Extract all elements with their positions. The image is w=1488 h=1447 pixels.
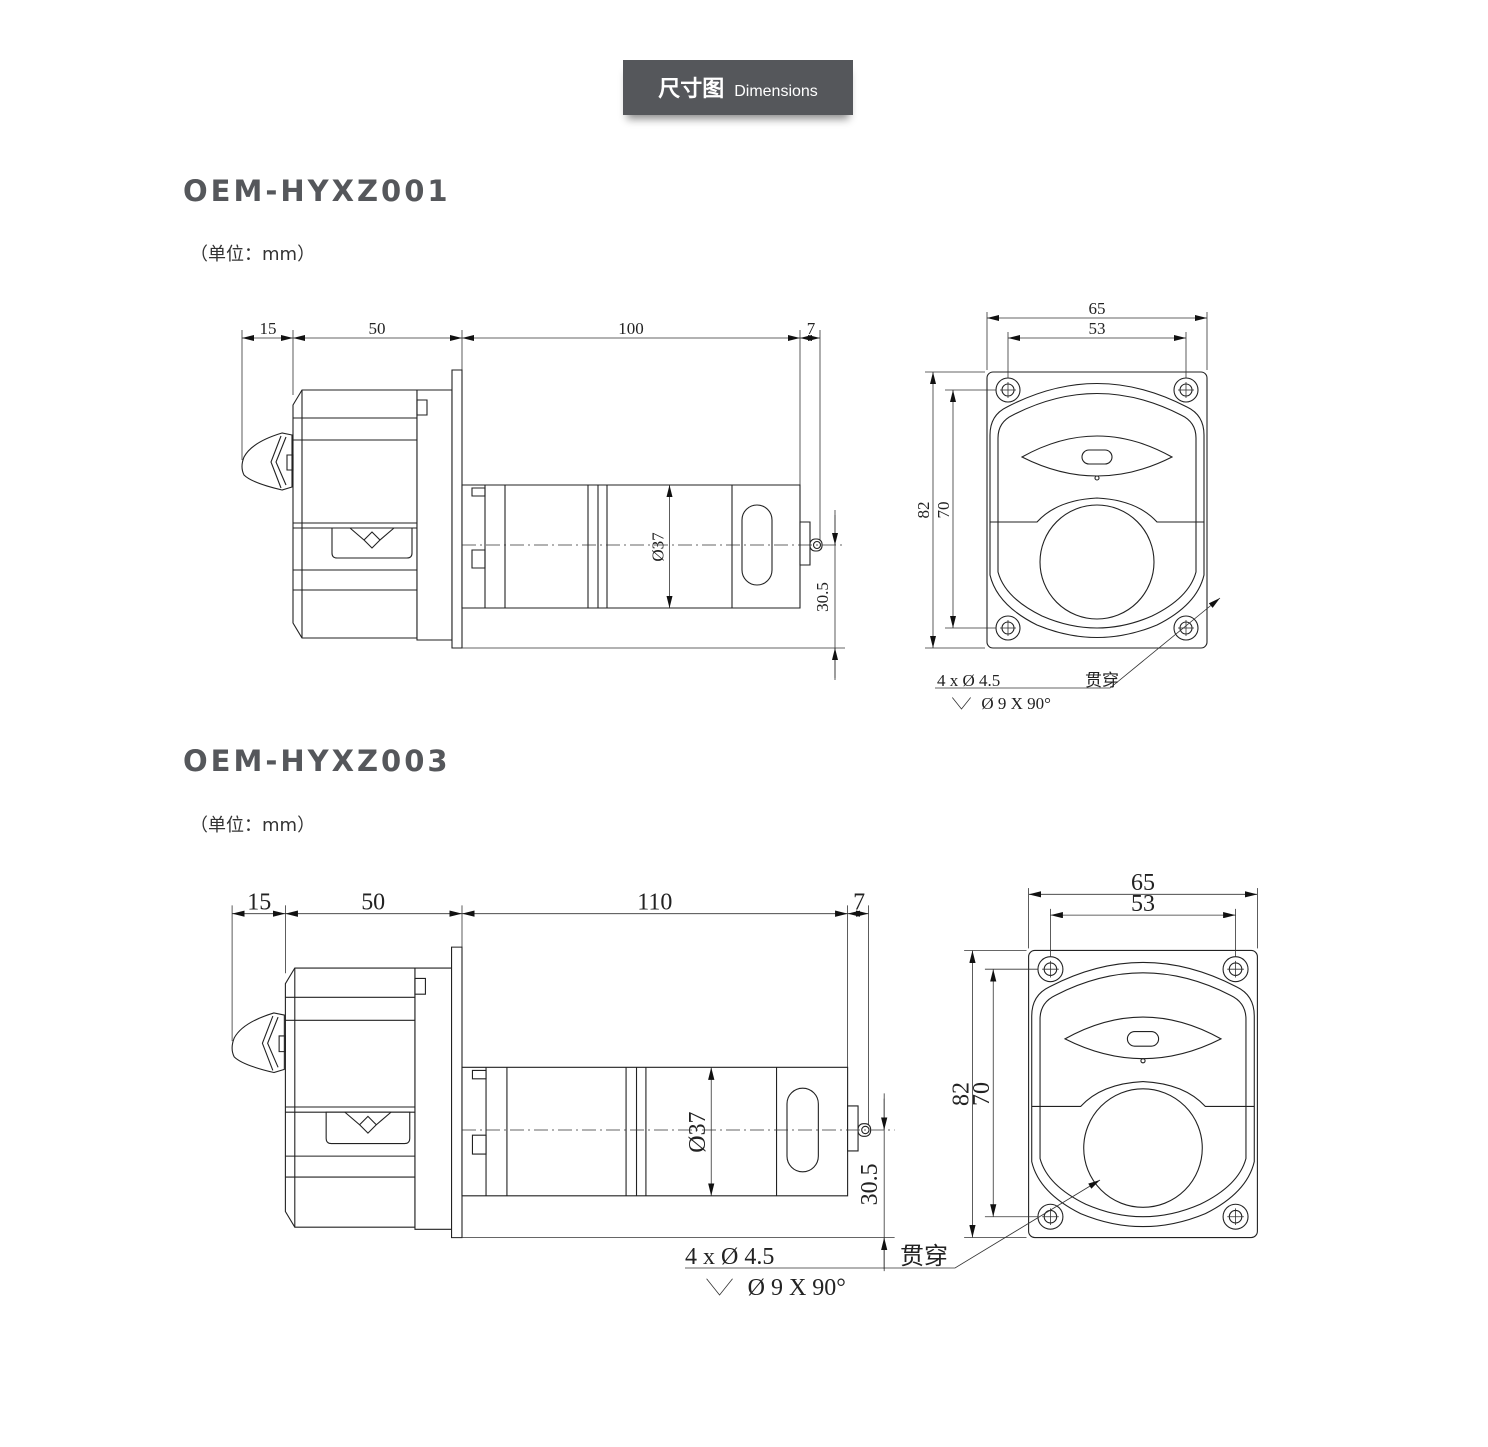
mounting-hole bbox=[1223, 957, 1248, 982]
lid-indicator bbox=[1127, 1032, 1158, 1047]
knob bbox=[242, 433, 292, 490]
unit-label-2: （单位：mm） bbox=[190, 815, 316, 836]
dim-label-shaft-height: 30.5 bbox=[857, 1163, 883, 1205]
callout-holes: 4 x Ø 4.5 bbox=[937, 671, 1000, 690]
section-header-banner: 尺寸图 Dimensions bbox=[623, 60, 853, 115]
dim-label-shaft-height: 30.5 bbox=[813, 582, 832, 612]
callout-countersink: Ø 9 X 90° bbox=[748, 1275, 846, 1301]
lid-edge bbox=[1032, 1082, 1255, 1107]
pump-head-body bbox=[285, 968, 415, 1227]
countersink-icon bbox=[952, 698, 970, 709]
dim-label-shaft: 7 bbox=[853, 890, 865, 916]
dim-label-width: 65 bbox=[1089, 299, 1106, 318]
pump-housing bbox=[1032, 962, 1255, 1226]
dim-label-diameter: Ø37 bbox=[685, 1111, 711, 1152]
tube-window bbox=[332, 528, 412, 558]
dim-label-height: 82 bbox=[948, 1082, 974, 1106]
motor-tab bbox=[472, 488, 485, 496]
callout-through: 贯穿 bbox=[1085, 671, 1119, 690]
latch-notch bbox=[417, 400, 427, 415]
motor-tab bbox=[472, 550, 485, 568]
latch-notch bbox=[415, 978, 425, 994]
hole-callout-2: 4 x Ø 4.5 贯穿 Ø 9 X 90° bbox=[685, 1180, 1100, 1301]
lid-edge bbox=[990, 498, 1204, 522]
shaft-hole bbox=[862, 1126, 869, 1133]
gear-motor bbox=[462, 1067, 848, 1196]
dim-label-knob: 15 bbox=[260, 319, 277, 338]
callout-holes: 4 x Ø 4.5 bbox=[685, 1244, 774, 1270]
dim-label-width: 65 bbox=[1131, 870, 1155, 896]
motor-tab bbox=[472, 1070, 486, 1078]
lid-indicator bbox=[1082, 450, 1112, 464]
tube-window-mark bbox=[345, 1112, 391, 1133]
pump-head-rear bbox=[417, 390, 452, 640]
pump-housing bbox=[990, 384, 1204, 638]
dim-label-shaft: 7 bbox=[807, 319, 816, 338]
model-title-1: OEM-HYXZ001 bbox=[183, 174, 451, 208]
knob bbox=[232, 1013, 284, 1073]
countersink-icon bbox=[707, 1279, 733, 1295]
leader-line bbox=[685, 1180, 1100, 1268]
mounting-flange bbox=[452, 947, 462, 1238]
lid-dot bbox=[1095, 476, 1099, 480]
motor-slot bbox=[742, 505, 772, 585]
mounting-flange bbox=[452, 370, 462, 648]
model-title-2: OEM-HYXZ003 bbox=[183, 744, 451, 778]
dim-label-head: 50 bbox=[369, 319, 386, 338]
pump-housing-inner bbox=[998, 394, 1196, 629]
gear-motor bbox=[462, 485, 800, 608]
tube-window bbox=[326, 1112, 410, 1143]
mounting-hole bbox=[1174, 616, 1198, 640]
header-title-cn: 尺寸图 bbox=[658, 76, 725, 102]
pump-head-rear bbox=[415, 968, 452, 1229]
dim-label-motor: 110 bbox=[637, 890, 672, 916]
dim-label-hole-span-h: 70 bbox=[969, 1082, 995, 1106]
output-shaft bbox=[848, 1106, 858, 1151]
dim-label-hole-span-w: 53 bbox=[1131, 891, 1155, 917]
knob-stub bbox=[287, 455, 293, 470]
rotor bbox=[1040, 505, 1154, 619]
rotor bbox=[1084, 1089, 1203, 1208]
hole-callout-1: 4 x Ø 4.5 贯穿 Ø 9 X 90° bbox=[935, 598, 1220, 713]
header-title-en: Dimensions bbox=[734, 82, 818, 100]
pump-head-body bbox=[293, 390, 417, 638]
lid-window bbox=[1022, 436, 1172, 476]
pump-housing-inner bbox=[1040, 973, 1246, 1217]
unit-label-1: （单位：mm） bbox=[190, 244, 316, 265]
dim-label-hole-span-h: 70 bbox=[934, 502, 953, 519]
dim-label-diameter: Ø37 bbox=[649, 532, 668, 562]
lid-dot bbox=[1141, 1059, 1145, 1063]
dim-label-knob: 15 bbox=[247, 890, 271, 916]
dim-label-hole-span-w: 53 bbox=[1089, 319, 1106, 338]
callout-through: 贯穿 bbox=[900, 1243, 948, 1270]
dim-label-head: 50 bbox=[361, 890, 385, 916]
dim-label-motor: 100 bbox=[618, 319, 644, 338]
leader-line bbox=[935, 598, 1220, 688]
callout-countersink: Ø 9 X 90° bbox=[981, 694, 1051, 713]
mounting-hole bbox=[1223, 1204, 1248, 1229]
dim-label-height: 82 bbox=[914, 502, 933, 519]
knob-chevron bbox=[271, 436, 286, 488]
lid-window bbox=[1065, 1017, 1221, 1059]
knob-chevron bbox=[262, 1016, 278, 1070]
motor-tab bbox=[472, 1135, 486, 1154]
tube-window-mark bbox=[350, 528, 394, 548]
knob-stub bbox=[279, 1036, 285, 1052]
shaft-hole bbox=[814, 542, 821, 549]
output-shaft bbox=[800, 522, 810, 565]
